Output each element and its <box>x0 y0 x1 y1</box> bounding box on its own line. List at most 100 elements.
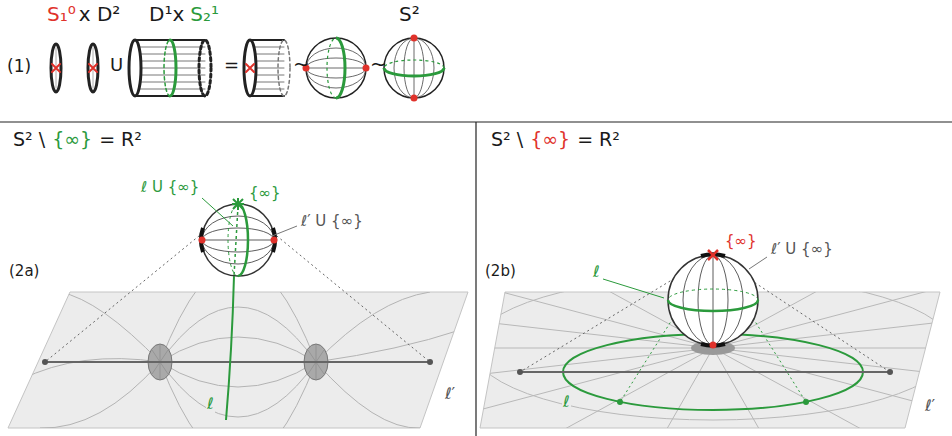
sphere-part <box>327 38 336 98</box>
plane <box>8 292 468 428</box>
projection-lines-part <box>617 399 623 405</box>
field-lines-part <box>40 362 160 428</box>
line-l-part <box>232 198 244 210</box>
sphere-part <box>698 255 728 345</box>
panel-divider <box>0 122 952 436</box>
sphere <box>384 35 444 102</box>
sphere-part <box>202 240 274 241</box>
sphere-part <box>708 250 718 260</box>
math-label: = R² <box>98 128 143 151</box>
math-label: ℓ′ U {∞} <box>300 212 364 230</box>
math-label: ℓ <box>562 392 571 411</box>
disk-pair-part <box>89 64 97 72</box>
cylinder-part <box>244 40 256 96</box>
cylinder-part <box>129 40 141 96</box>
sphere-part <box>384 68 444 76</box>
projection-lines-part <box>887 369 893 375</box>
sphere-part <box>713 255 714 345</box>
math-label: S₂¹ <box>189 2 220 26</box>
math-label: S² <box>398 2 421 26</box>
sphere-part <box>668 289 758 300</box>
projection-lines-part <box>803 399 809 405</box>
leader-line-part <box>749 257 767 269</box>
math-label: (2a) <box>8 262 40 280</box>
math-label: ℓ <box>206 394 215 413</box>
sphere-part <box>394 38 434 98</box>
sphere-part <box>306 38 366 98</box>
field-lines-part <box>413 255 952 436</box>
math-label: S² \ <box>12 128 46 151</box>
projection-lines <box>517 255 893 405</box>
sphere-part <box>411 35 418 42</box>
leader-line <box>272 226 297 236</box>
cylinder-part <box>170 40 176 96</box>
field-lines-part <box>160 307 316 362</box>
sphere-part <box>404 38 424 98</box>
math-label: ℓ′ <box>924 396 936 415</box>
math-label: U <box>109 54 124 76</box>
panel-divider-part <box>475 122 476 436</box>
line-l-part <box>202 198 233 226</box>
sphere-part <box>710 342 717 349</box>
disk-pair-part <box>51 44 61 92</box>
sphere-part <box>306 68 366 69</box>
field-lines-part <box>316 362 420 428</box>
leader-line <box>603 257 767 298</box>
sphere-part <box>306 48 366 88</box>
sphere-part <box>202 216 274 264</box>
field-lines-part <box>160 362 316 436</box>
field-lines-part <box>160 362 316 417</box>
plane-part <box>8 292 468 428</box>
leader-line-part <box>603 279 664 298</box>
field-lines-part <box>316 292 430 362</box>
math-label: ℓ′ <box>444 384 456 403</box>
cylinder-part <box>135 47 205 89</box>
sphere-part <box>363 65 370 72</box>
sphere <box>303 38 370 98</box>
sphere-part <box>668 300 758 311</box>
disk-pair-part <box>88 44 98 92</box>
sphere-part <box>668 255 758 345</box>
math-label: {∞} <box>724 232 758 250</box>
math-label: = R² <box>576 128 621 151</box>
math-label: (2b) <box>484 262 517 280</box>
field-lines-part <box>160 362 316 387</box>
sphere-part <box>336 38 345 98</box>
sphere-part <box>384 38 444 98</box>
sphere-part <box>202 204 274 276</box>
math-label: ℓ′ U {∞} <box>770 240 834 258</box>
cylinder-part <box>246 64 254 72</box>
math-label: ℓ U {∞} <box>140 178 200 196</box>
projection-lines-part <box>427 359 433 365</box>
sphere-part <box>683 255 743 345</box>
sphere-part <box>238 204 248 276</box>
field-lines <box>413 255 952 436</box>
cylinder <box>244 40 290 96</box>
math-label: {∞} <box>529 128 571 151</box>
sphere-part <box>414 38 415 98</box>
sphere <box>668 250 758 355</box>
sphere-part <box>202 228 274 252</box>
field-lines-part <box>60 292 160 362</box>
sphere-part <box>384 60 444 68</box>
math-label: ℓ <box>592 262 601 281</box>
math-label: S₁⁰ <box>46 2 77 26</box>
projection-lines-part <box>517 369 523 375</box>
sphere-part <box>411 95 418 102</box>
sphere-part <box>199 237 206 244</box>
sphere-part <box>306 58 366 78</box>
math-label: D¹x <box>148 2 185 26</box>
sphere-part <box>691 341 735 355</box>
cylinder-part <box>278 40 290 96</box>
math-label: x D² <box>78 2 122 26</box>
line-l-part <box>226 276 234 420</box>
math-label: S² \ <box>490 128 524 151</box>
sphere-part <box>271 237 278 244</box>
projection-lines-part <box>42 359 48 365</box>
math-label: (1) <box>6 56 32 76</box>
line-l <box>202 198 244 420</box>
sphere-part <box>228 204 238 276</box>
field-lines-part <box>160 337 316 362</box>
math-label: ~ <box>292 52 311 76</box>
